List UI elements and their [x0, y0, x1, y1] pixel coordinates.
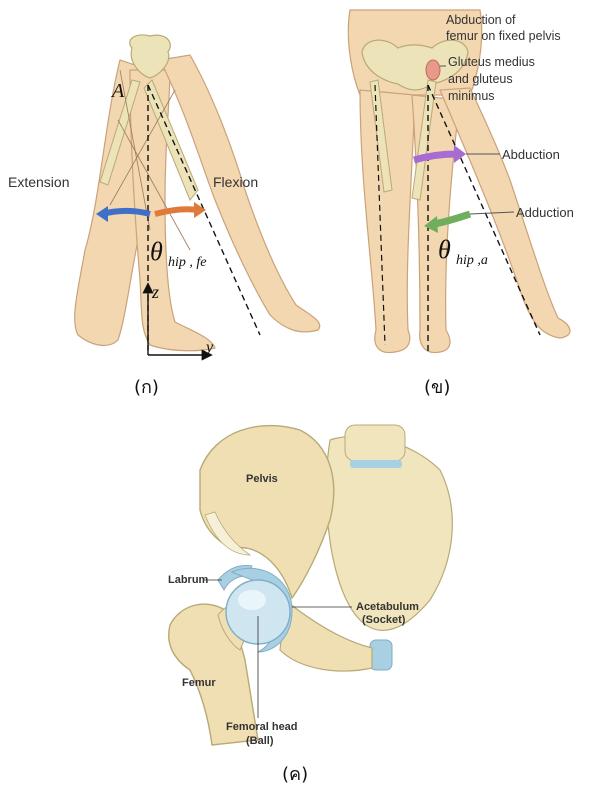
labrum-label: Labrum	[168, 574, 209, 586]
caption-a: (ก)	[134, 377, 159, 398]
caption-c: (ค)	[282, 764, 308, 785]
theta-symbol-b: θ	[438, 235, 451, 264]
flexion-arrow	[155, 209, 198, 214]
muscle-label-line-1: Gluteus medius	[448, 55, 535, 69]
flexion-arrowhead	[194, 202, 206, 218]
extension-label: Extension	[8, 174, 69, 190]
muscle-label-line-3: minimus	[448, 89, 495, 103]
title-line-2-b: femur on fixed pelvis	[446, 29, 561, 43]
vertebra-top	[345, 425, 405, 461]
femoral-head-label-line-2: (Ball)	[246, 735, 274, 747]
y-axis-label: y	[204, 339, 214, 356]
z-axis-label: z	[151, 282, 159, 302]
theta-symbol-a: θ	[150, 237, 163, 266]
panel-c: Pelvis Labrum Acetabulum (Socket) Femur …	[168, 425, 452, 785]
theta-subscript-b: hip ,a	[456, 253, 488, 268]
acetabulum-label-line-2: (Socket)	[362, 614, 406, 626]
pelvis-label: Pelvis	[246, 473, 278, 485]
flexion-label: Flexion	[213, 174, 258, 190]
panel-b: Abduction of femur on fixed pelvis Glute…	[348, 10, 574, 398]
theta-subscript-a: hip , fe	[168, 255, 207, 270]
gluteus-muscle-highlight	[426, 60, 440, 80]
title-line-1-b: Abduction of	[446, 13, 516, 27]
leg-standing-illustration-b	[360, 90, 415, 353]
point-a-label: A	[110, 80, 125, 102]
femoral-head-highlight	[238, 590, 266, 610]
caption-b: (ข)	[424, 377, 450, 398]
abduction-label: Abduction	[502, 147, 560, 162]
adduction-label: Adduction	[516, 205, 574, 220]
pubic-symphysis	[370, 640, 392, 670]
muscle-label-line-2: and gluteus	[448, 72, 513, 86]
extension-arrow	[102, 211, 150, 214]
femur-label: Femur	[182, 677, 216, 689]
femoral-head-label-line-1: Femoral head	[226, 721, 298, 733]
acetabulum-label-line-1: Acetabulum	[356, 601, 419, 613]
intervertebral-disc	[350, 460, 402, 468]
panel-a: A Extension Flexion θ hip , fe z y (ก)	[8, 35, 320, 398]
